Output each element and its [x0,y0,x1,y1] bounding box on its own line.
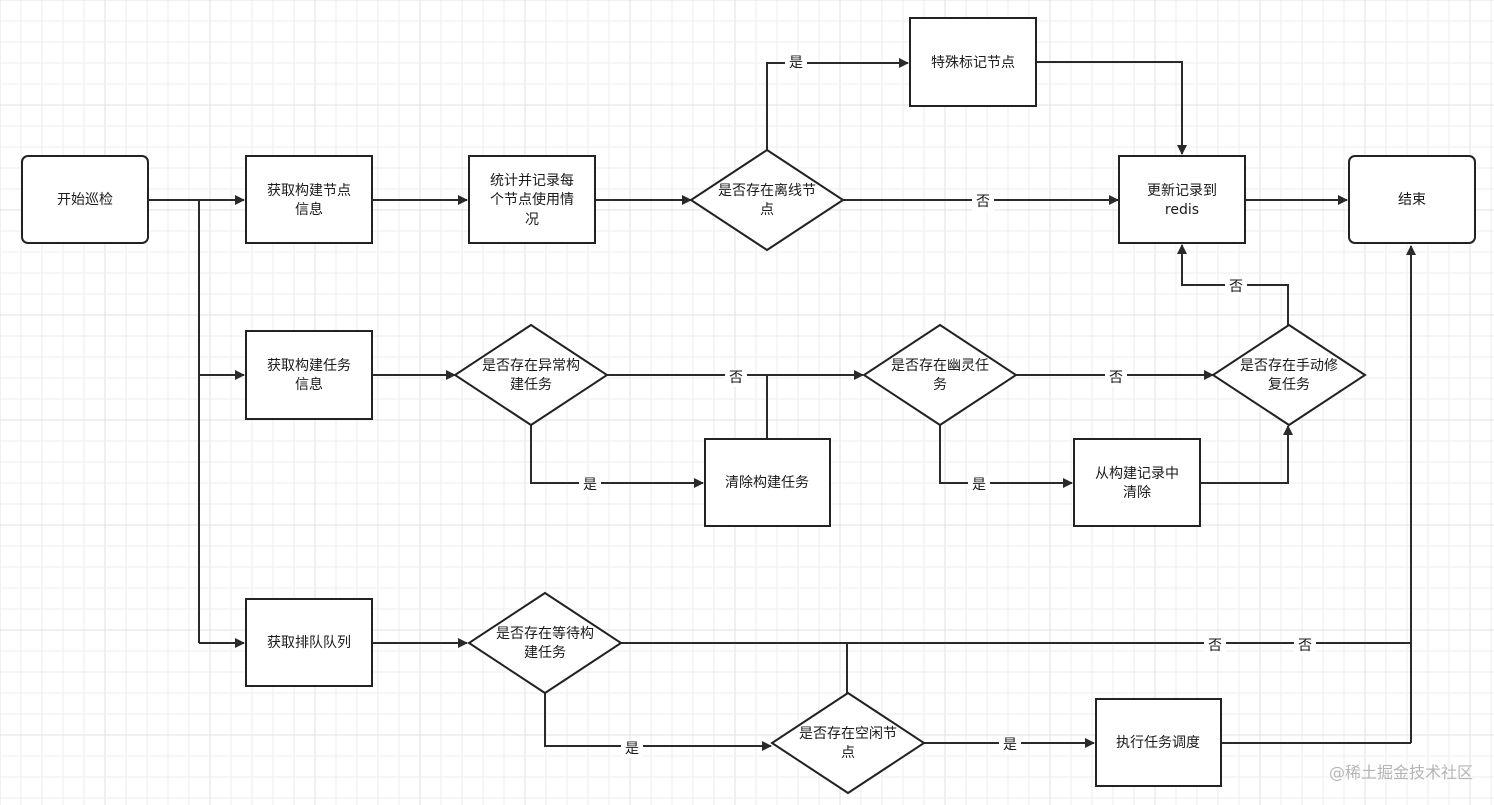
edge-labels: 是 否 否 是 否 是 否 否 否 是 是 [579,54,1316,758]
nodes: 开始巡检 获取构建节点 信息 统计并记录每 个节点使用情 况 是否存在离线节 点… [21,17,1476,795]
node-ghost-task-check-line-2: 务 [933,377,947,393]
node-get-queue[interactable]: 获取排队队列 [245,598,373,687]
node-waiting-task-check[interactable]: 是否存在等待构 建任务 [467,591,623,695]
edge-label-offline-yes: 是 [789,55,803,71]
node-get-build-task-info-line-1: 获取构建任务 [267,358,351,374]
node-clear-build-task[interactable]: 清除构建任务 [704,438,831,527]
edge-label-waiting-no-1: 否 [1208,638,1222,654]
node-idle-node-check-line-1: 是否存在空闲节 [799,726,897,742]
edge-label-idle-yes: 是 [1003,737,1017,753]
node-execute-scheduling-label: 执行任务调度 [1116,735,1200,751]
node-record-node-usage-line-2: 个节点使用情 [490,191,574,208]
node-update-redis-line-1: 更新记录到 [1147,183,1217,199]
node-abnormal-task-check[interactable]: 是否存在异常构 建任务 [453,323,609,427]
edge-label-offline-no: 否 [976,194,990,210]
edge-label-abnormal-no: 否 [729,370,743,386]
edge-label-abnormal-yes: 是 [583,477,597,493]
node-clear-build-task-label: 清除构建任务 [725,475,809,491]
node-start[interactable]: 开始巡检 [21,155,149,244]
edge-offline-yes [766,58,909,150]
node-manual-repair-check-line-2: 复任务 [1268,376,1310,393]
node-manual-repair-check[interactable]: 是否存在手动修 复任务 [1211,323,1367,427]
node-end-label: 结束 [1398,192,1426,208]
node-get-build-task-info[interactable]: 获取构建任务 信息 [245,330,373,420]
node-get-build-node-info-line-2: 信息 [295,201,323,218]
node-clear-from-records[interactable]: 从构建记录中 清除 [1073,438,1201,527]
edge-mark-to-redis [1036,61,1187,155]
node-clear-from-records-line-1: 从构建记录中 [1095,466,1179,482]
node-execute-scheduling[interactable]: 执行任务调度 [1095,698,1222,787]
edge-waiting-yes [544,692,772,751]
node-idle-node-check-line-2: 点 [841,745,855,761]
edge-label-ghost-no: 否 [1109,370,1123,386]
node-abnormal-task-check-line-1: 是否存在异常构 [482,358,580,374]
node-record-node-usage[interactable]: 统计并记录每 个节点使用情 况 [468,155,596,244]
node-offline-node-check[interactable]: 是否存在离线节 点 [689,148,845,252]
node-ghost-task-check[interactable]: 是否存在幽灵任 务 [862,323,1018,427]
node-manual-repair-check-line-1: 是否存在手动修 [1240,358,1338,374]
node-get-build-node-info-line-1: 获取构建节点 [267,183,351,199]
node-get-build-node-info[interactable]: 获取构建节点 信息 [245,155,373,244]
node-clear-from-records-line-2: 清除 [1123,485,1151,501]
node-get-build-task-info-line-2: 信息 [295,376,323,393]
node-mark-special-node[interactable]: 特殊标记节点 [909,17,1037,107]
edge-ghost-yes [939,425,1073,488]
node-mark-special-node-label: 特殊标记节点 [931,55,1015,71]
edge-label-waiting-yes: 是 [625,741,639,757]
node-ghost-task-check-line-1: 是否存在幽灵任 [891,358,989,374]
node-waiting-task-check-line-1: 是否存在等待构 [496,625,594,642]
node-end[interactable]: 结束 [1348,155,1476,244]
edge-label-ghost-yes: 是 [972,477,986,493]
node-record-node-usage-line-3: 况 [525,212,539,228]
node-idle-node-check[interactable]: 是否存在空闲节 点 [770,691,926,795]
node-offline-node-check-line-2: 点 [760,202,774,218]
node-update-redis[interactable]: 更新记录到 redis [1118,155,1246,244]
node-abnormal-task-check-line-2: 建任务 [510,377,552,393]
node-get-queue-label: 获取排队队列 [267,635,351,651]
node-waiting-task-check-line-2: 建任务 [524,645,566,661]
node-start-label: 开始巡检 [57,192,113,208]
edge-clear-records-to-manual [1200,425,1293,484]
node-record-node-usage-line-1: 统计并记录每 [490,173,574,189]
watermark: @稀土掘金技术社区 [1329,763,1473,782]
node-update-redis-line-2: redis [1165,202,1199,218]
node-offline-node-check-line-1: 是否存在离线节 [718,182,816,199]
edge-abnormal-yes [530,425,704,488]
edge-label-waiting-no-2: 否 [1298,638,1312,654]
edge-label-manual-no: 否 [1229,279,1243,295]
